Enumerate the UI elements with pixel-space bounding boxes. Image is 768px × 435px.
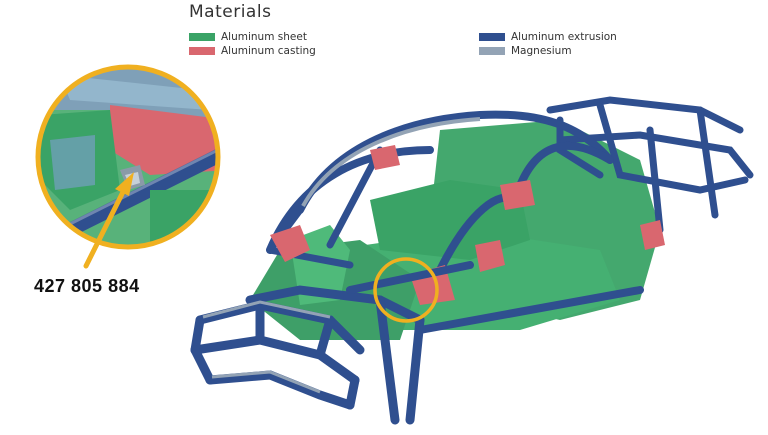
front-subframe (190, 285, 425, 425)
legend-label: Magnesium (511, 45, 572, 57)
callout-arrow (83, 172, 134, 269)
roof-node (370, 145, 400, 170)
legend-label: Aluminum sheet (221, 31, 307, 43)
cast-nodes (270, 145, 665, 305)
legend-item-magnesium: Magnesium (479, 45, 572, 57)
zoom-inset (38, 67, 218, 247)
detail-highlight-circle (373, 257, 439, 323)
legend-label: Aluminum casting (221, 45, 316, 57)
a-pillar-node-left (270, 225, 310, 262)
zoom-inset-ring (35, 64, 221, 250)
b-pillar-node-bottom (475, 240, 505, 272)
legend-label: Aluminum extrusion (511, 31, 617, 43)
front-subframe-highlights (202, 300, 331, 394)
legend-swatch-aluminum-sheet (189, 33, 215, 41)
b-pillar-node-top (500, 180, 535, 210)
legend-swatch-aluminum-extrusion (479, 33, 505, 41)
legend-item-aluminum-casting: Aluminum casting (189, 45, 316, 57)
side-sills (346, 261, 644, 334)
roof-arch-highlights (301, 117, 481, 207)
legend-item-aluminum-extrusion: Aluminum extrusion (479, 31, 617, 43)
legend-title: Materials (189, 2, 272, 22)
rear-node (640, 220, 665, 250)
legend-item-aluminum-sheet: Aluminum sheet (189, 31, 307, 43)
legend-swatch-aluminum-casting (189, 47, 215, 55)
legend-swatch-magnesium (479, 47, 505, 55)
rear-frame-extrusions (546, 96, 754, 234)
part-number-label: 427 805 884 (34, 276, 140, 296)
car-body-frame (190, 96, 754, 425)
